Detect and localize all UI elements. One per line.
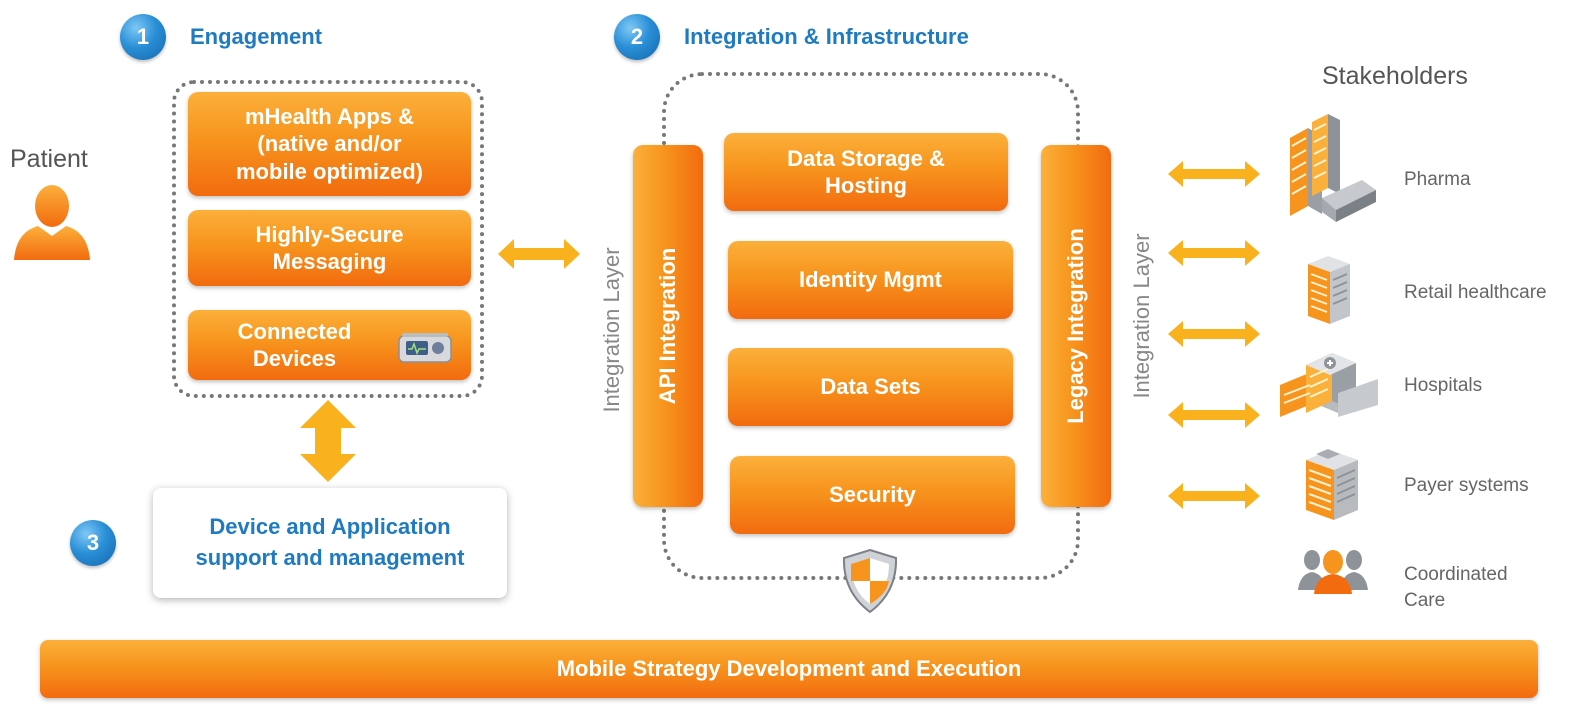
support-line2: support and management (195, 545, 465, 570)
coordinated-arrow (1168, 483, 1260, 509)
messaging-line1: Highly-Secure (255, 221, 404, 247)
engagement-integration-arrow (498, 239, 580, 269)
step-3-badge: 3 (70, 520, 116, 566)
stakeholders-title: Stakeholders (1322, 62, 1468, 90)
payer-label: Payer systems (1404, 475, 1529, 496)
data-storage-box: Data Storage & Hosting (724, 133, 1008, 211)
hospital-building-icon (1280, 353, 1378, 417)
security-label: Security (829, 482, 916, 508)
coordinated-care-label: Coordinated Care (1404, 562, 1508, 613)
mhealth-apps-box: mHealth Apps & (native and/or mobile opt… (188, 92, 471, 196)
coordinated-care-line1: Coordinated (1404, 564, 1508, 585)
shield-icon (842, 548, 898, 614)
people-group-icon (1298, 550, 1368, 594)
support-line1: Device and Application (209, 514, 451, 540)
step-2-badge: 2 (614, 14, 660, 60)
secure-messaging-box: Highly-Secure Messaging (188, 210, 471, 286)
integration-layer-left-label: Integration Layer (599, 247, 624, 413)
support-management-box: Device and Application support and manag… (153, 488, 507, 598)
devices-line2: Devices (252, 346, 337, 371)
integration-layer-right-label: Integration Layer (1129, 233, 1154, 399)
identity-mgmt-label: Identity Mgmt (799, 267, 942, 293)
medical-device-icon (398, 333, 452, 363)
person-icon (14, 185, 90, 260)
mobile-strategy-bar: Mobile Strategy Development and Executio… (40, 640, 1538, 698)
retail-building-icon (1308, 256, 1350, 324)
coordinated-care-line2: Care (1404, 589, 1446, 611)
step-1-badge: 1 (120, 14, 166, 60)
retail-label: Retail healthcare (1404, 282, 1547, 303)
hospitals-label: Hospitals (1404, 375, 1483, 396)
hospitals-arrow (1168, 321, 1260, 347)
mobile-strategy-label: Mobile Strategy Development and Executio… (556, 656, 1022, 682)
api-integration-bar: API Integration (633, 145, 703, 507)
retail-arrow (1168, 240, 1260, 266)
pharma-label: Pharma (1404, 169, 1471, 190)
data-sets-label: Data Sets (820, 374, 921, 400)
pharma-arrow (1168, 161, 1260, 187)
messaging-line2: Messaging (272, 249, 387, 274)
pharma-building-icon (1290, 114, 1376, 222)
data-storage-line2: Hosting (825, 173, 907, 198)
devices-line1: Connected (237, 318, 352, 344)
integration-title: Integration & Infrastructure (684, 24, 969, 49)
data-storage-line1: Data Storage & (787, 145, 945, 171)
data-sets-box: Data Sets (728, 348, 1013, 426)
patient-label: Patient (10, 145, 88, 173)
mhealth-line2: (native and/or (257, 131, 402, 157)
api-integration-label: API Integration (655, 247, 680, 405)
payer-arrow (1168, 402, 1260, 428)
identity-mgmt-box: Identity Mgmt (728, 241, 1013, 319)
payer-building-icon (1306, 449, 1358, 520)
engagement-container (172, 80, 484, 398)
mhealth-line1: mHealth Apps & (244, 103, 415, 129)
mhealth-line3: mobile optimized) (236, 158, 423, 184)
legacy-integration-bar: Legacy Integration (1041, 145, 1111, 507)
security-box: Security (730, 456, 1015, 534)
engagement-title: Engagement (190, 24, 323, 49)
legacy-integration-label: Legacy Integration (1063, 228, 1088, 424)
engagement-support-arrow (300, 400, 356, 482)
